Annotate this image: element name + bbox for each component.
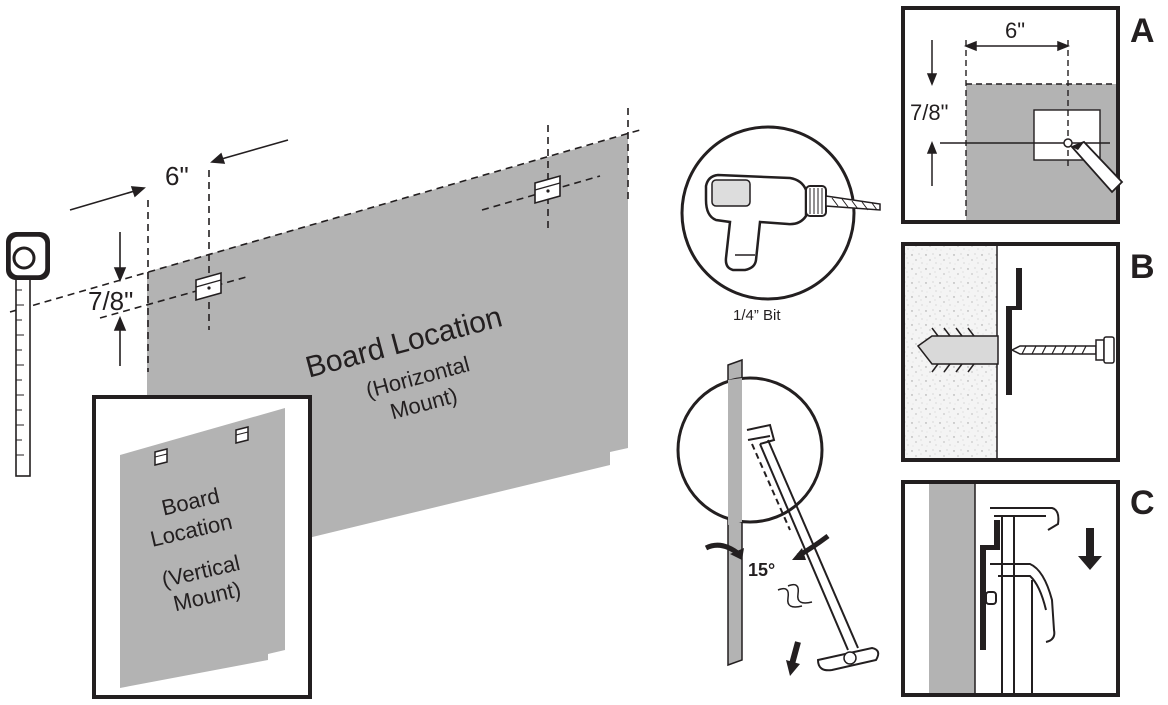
vertical-bracket-right [235,426,249,444]
vertical-mount-inset: Board Location (Vertical Mount) [92,395,312,699]
panel-a-vertical-dimension: 7/8" [910,100,948,125]
dimension-arrows [69,139,289,366]
drill-bit-label: 1/4” Bit [733,307,781,324]
drill-detail: 1/4” Bit [680,125,881,324]
main-horizontal-dimension: 6" [165,161,189,191]
main-vertical-dimension: 7/8" [88,286,133,316]
tilt-angle-label: 15° [748,560,775,580]
panel-b [901,242,1120,462]
panel-a-horizontal-dimension: 6" [1005,18,1025,43]
vertical-bracket-left [154,448,168,466]
pencil-icon [1070,140,1124,194]
panel-b-letter: B [1130,248,1155,286]
wall-anchor-icon [916,327,999,373]
tape-measure-icon [6,232,50,477]
panel-c [901,480,1120,697]
rail-profile [985,507,1060,693]
panel-c-letter: C [1130,484,1155,522]
mounting-bracket-right [534,174,561,205]
mounting-bracket-left [195,271,222,302]
down-arrow-icon [1078,528,1102,570]
panel-a: 6" 7/8" [901,6,1124,224]
screw-icon [1010,336,1115,364]
drill-icon [704,173,881,272]
down-arrow-small [786,641,801,676]
panel-a-letter: A [1130,12,1155,50]
guide-lines [9,108,641,372]
vertical-board [120,408,285,688]
tilt-detail: 15° [676,358,880,676]
